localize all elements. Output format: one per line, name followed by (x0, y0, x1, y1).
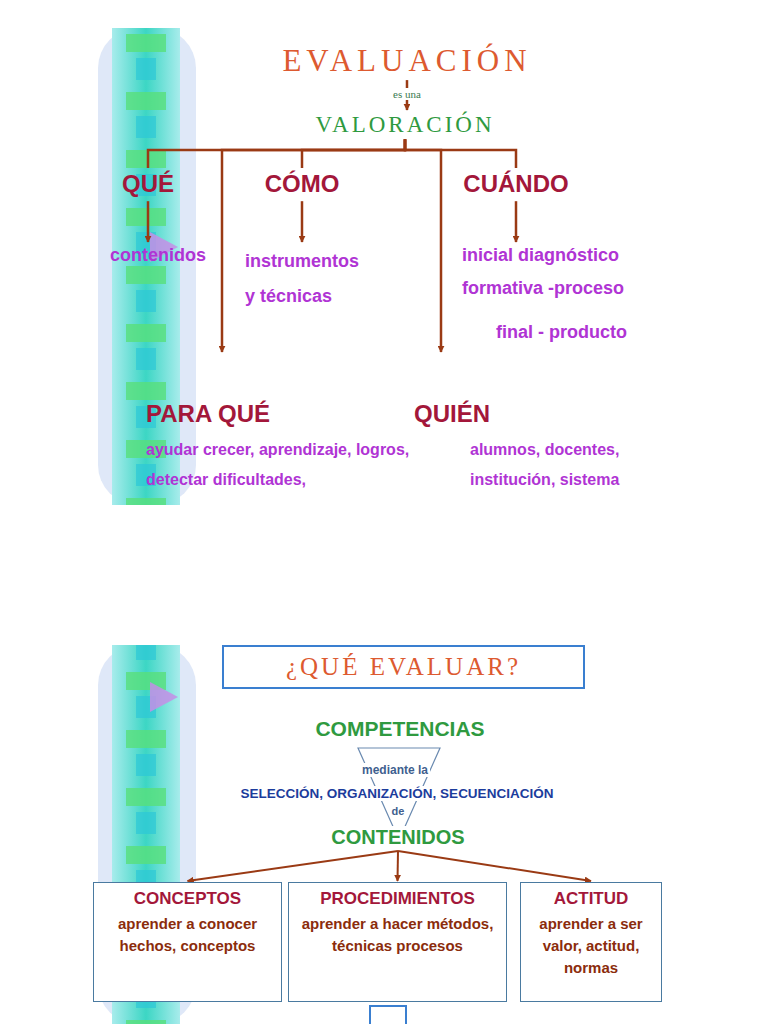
node-heading: COMPETENCIAS (312, 717, 487, 741)
node-body: alumnos, docentes, institución, sistema (470, 435, 670, 495)
node-body: aprender a conocer hechos, conceptos (102, 913, 273, 957)
connector (222, 139, 405, 352)
node-body: aprender a ser valor, actitud, normas (529, 913, 653, 978)
title-box: ¿QUÉ EVALUAR? (222, 645, 585, 689)
answer-text: instrumentos y técnicas (245, 244, 373, 314)
node-heading: EVALUACIÓN (282, 44, 531, 78)
edge-label: es una (391, 88, 423, 100)
connector (405, 139, 441, 352)
question-word: CÓMO (265, 168, 340, 199)
question-block: QUIÉN alumnos, docentes, institución, sis… (414, 352, 670, 495)
node-heading: ACTITUD (529, 889, 653, 909)
strip-glow (98, 28, 196, 505)
node-heading: ¿QUÉ EVALUAR? (286, 653, 521, 681)
annotation-text: SELECCIÓN, ORGANIZACIÓN, SECUENCIACIÓN (239, 786, 556, 801)
node-heading: instrumentos y técnicas (245, 244, 373, 314)
connector (515, 201, 518, 242)
node-heading: CÓMO (265, 168, 340, 199)
key-word: CONTENIDOS (328, 826, 467, 849)
partial-box (370, 1006, 406, 1024)
connector (301, 201, 304, 242)
connector (397, 851, 400, 881)
heading-word: EVALUACIÓN (282, 44, 531, 78)
node-body: formativa -proceso (462, 277, 627, 300)
connector (188, 851, 399, 881)
answer-text: inicial diagnóstico formativa -proceso fin… (462, 244, 627, 344)
node-body: aprender a hacer métodos, técnicas proce… (297, 913, 498, 957)
connector (147, 201, 150, 242)
node-body: final - producto (462, 321, 627, 344)
node-heading: VALORACIÓN (315, 112, 494, 137)
node-heading: contenidos (110, 244, 206, 267)
key-word: COMPETENCIAS (312, 717, 487, 741)
connector (148, 139, 405, 168)
annotation-text: mediante la (360, 763, 430, 777)
node-heading: CUÁNDO (463, 168, 568, 199)
node-heading: QUÉ (122, 168, 174, 199)
heading-word: VALORACIÓN (315, 112, 494, 137)
node-heading: PARA QUÉ (146, 398, 416, 429)
answer-text: contenidos (110, 244, 206, 267)
decor-strip (112, 28, 180, 505)
question-block: PARA QUÉ ayudar crecer, aprendizaje, logr… (146, 352, 416, 495)
annotation-text: de (390, 805, 407, 817)
question-word: CUÁNDO (463, 168, 568, 199)
node-heading: CONTENIDOS (328, 826, 467, 849)
connector (302, 139, 405, 168)
question-word: QUÉ (122, 168, 174, 199)
node-heading: CONCEPTOS (102, 889, 273, 909)
content-box: ACTITUD aprender a ser valor, actitud, no… (520, 882, 662, 1002)
content-box: PROCEDIMIENTOS aprender a hacer métodos, … (288, 882, 507, 1002)
connector (405, 139, 516, 168)
connector (398, 851, 591, 881)
node-heading: inicial diagnóstico (462, 244, 627, 267)
node-heading: PROCEDIMIENTOS (297, 889, 498, 909)
decor-triangle (150, 682, 178, 712)
content-box: CONCEPTOS aprender a conocer hechos, conc… (93, 882, 282, 1002)
node-heading: QUIÉN (414, 398, 670, 429)
node-body: ayudar crecer, aprendizaje, logros, dete… (146, 435, 416, 495)
